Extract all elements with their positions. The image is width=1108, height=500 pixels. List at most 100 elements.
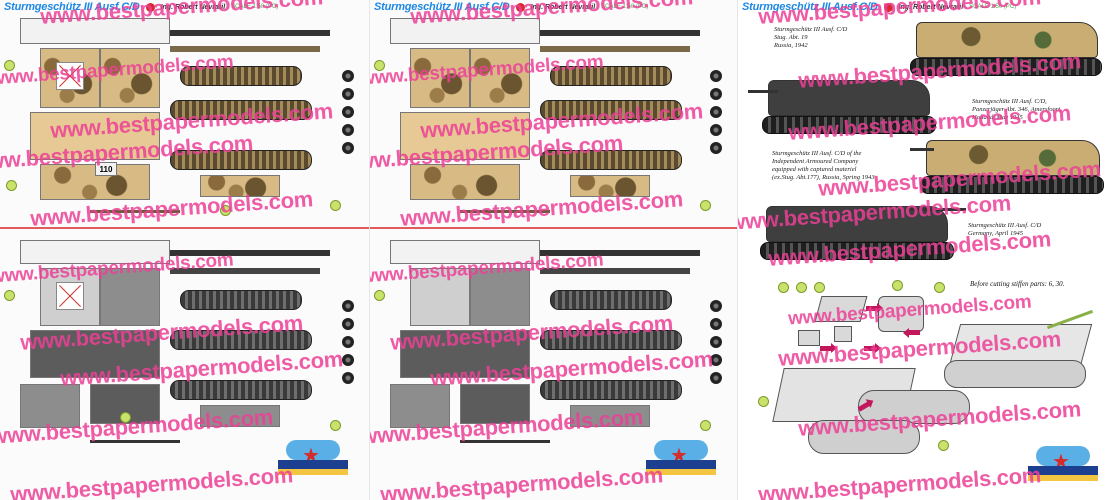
- side-panel-part: [100, 48, 160, 108]
- track-assembly: [808, 420, 920, 454]
- scale-label: SCALE 1:50 (PC): [231, 4, 279, 10]
- assembly-part: [814, 296, 868, 322]
- road-wheel-part: [710, 106, 722, 118]
- watermark-text: www.bestpapermodels.com: [757, 462, 1042, 500]
- part-number-marker: [814, 282, 825, 293]
- road-wheel-part: [710, 372, 722, 384]
- turret-number-tag: 110: [95, 162, 117, 176]
- logo-mark-icon: [145, 2, 155, 12]
- assembly-arrow-icon: [864, 343, 881, 353]
- road-wheel-part: [342, 106, 354, 118]
- fender-strip-part: [170, 250, 330, 256]
- assembly-arrow-icon: [908, 330, 920, 335]
- road-wheel-part: [342, 300, 354, 312]
- side-panel-part: [470, 268, 530, 326]
- road-wheel-part: [710, 142, 722, 154]
- part-number-marker: [934, 282, 945, 293]
- road-wheel-part: [342, 70, 354, 82]
- part-number-marker: [330, 200, 341, 211]
- part-number-marker: [700, 200, 711, 211]
- gun-mantlet-part: [200, 405, 280, 427]
- assembly-arrow-icon: [820, 343, 837, 353]
- hull-top-part: [20, 240, 170, 264]
- track-part: [170, 330, 312, 350]
- sheet-title: Sturmgeschütz III Ausf.C/D: [4, 1, 140, 13]
- profile-caption: Sturmgeschütz III Ausf. C/D of the Indep…: [772, 150, 875, 181]
- author-credit: Ing. Robert Nevratil: [530, 3, 596, 11]
- road-wheel-part: [710, 124, 722, 136]
- engine-deck-part: [460, 384, 530, 424]
- superstructure-part: [410, 48, 470, 108]
- sheet-header: Sturmgeschütz III Ausf.C/D Ing. Robert N…: [370, 0, 737, 14]
- fender-strip-part: [540, 30, 700, 36]
- parts-sheet-1: Sturmgeschütz III Ausf.C/D Ing. Robert N…: [0, 0, 370, 500]
- assembly-part: [878, 296, 924, 332]
- road-wheel-part: [342, 318, 354, 330]
- track-part: [180, 66, 302, 86]
- assembly-note: Before cutting stiffen parts: 6, 30.: [970, 280, 1065, 288]
- road-wheel-part: [342, 88, 354, 100]
- side-panel-part: [470, 48, 530, 108]
- part-number-marker: [778, 282, 789, 293]
- rear-deck-part: [390, 384, 450, 428]
- fender-strip-part: [170, 268, 320, 274]
- fender-strip-part: [540, 46, 690, 52]
- parts-sheet-2: Sturmgeschütz III Ausf.C/D Ing. Robert N…: [370, 0, 738, 500]
- road-wheel-part: [342, 354, 354, 366]
- assembly-part: [834, 326, 852, 342]
- fender-strip-part: [170, 46, 320, 52]
- logo-mark-icon: [883, 2, 893, 12]
- road-wheel-part: [710, 70, 722, 82]
- part-number-marker: [892, 280, 903, 291]
- assembly-part: [798, 330, 820, 346]
- track-part: [540, 100, 682, 120]
- road-wheel-part: [342, 142, 354, 154]
- track-part: [540, 380, 682, 400]
- track-part: [550, 290, 672, 310]
- sheet-title: Sturmgeschütz III Ausf.C/D: [742, 1, 878, 13]
- hull-top-part: [390, 240, 540, 264]
- rear-deck-part: [410, 164, 520, 200]
- completed-model-tracks: [944, 360, 1086, 388]
- profiles-and-assembly-sheet: Sturmgeschütz III Ausf.C/D Ing. Robert N…: [738, 0, 1108, 500]
- track-part: [170, 380, 312, 400]
- superstructure-part: [410, 268, 470, 326]
- scale-label: SCALE 1:50 (PC): [601, 4, 649, 10]
- publisher-logo: ★: [278, 440, 348, 478]
- track-part: [540, 150, 682, 170]
- track-part: [180, 290, 302, 310]
- side-panel-part: [100, 268, 160, 326]
- tank-profile-camo: [910, 132, 1106, 204]
- part-number-marker: [4, 60, 15, 71]
- gun-barrel-part: [460, 440, 550, 443]
- gun-mantlet-part: [570, 175, 650, 197]
- part-number-marker: [330, 420, 341, 431]
- fender-strip-part: [170, 30, 330, 36]
- gun-barrel-part: [90, 440, 180, 443]
- hull-floor-part: [30, 112, 160, 160]
- hull-floor-part: [400, 330, 530, 378]
- profile-caption: Sturmgeschütz III Ausf. C/D Germany, Apr…: [968, 222, 1042, 237]
- track-part: [170, 150, 312, 170]
- track-part: [540, 330, 682, 350]
- profile-caption: Sturmgeschütz III Ausf. C/D Stug. Abt. 1…: [774, 26, 848, 49]
- sheet-header: Sturmgeschütz III Ausf.C/D Ing. Robert N…: [738, 0, 1108, 14]
- watermark-text: www.bestpapermodels.com: [379, 462, 664, 500]
- road-wheel-part: [342, 336, 354, 348]
- sheet-title: Sturmgeschütz III Ausf.C/D: [374, 1, 510, 13]
- track-part: [550, 66, 672, 86]
- track-assembly: [858, 390, 970, 424]
- fender-strip-part: [540, 250, 700, 256]
- part-number-marker: [758, 396, 769, 407]
- author-credit: Ing. Robert Nevratil: [160, 3, 226, 11]
- gun-barrel-part: [460, 210, 550, 213]
- road-wheel-part: [342, 124, 354, 136]
- watermark-text: www.bestpapermodels.com: [9, 462, 294, 500]
- fender-strip-part: [540, 268, 690, 274]
- logo-mark-icon: [515, 2, 525, 12]
- author-credit: Ing. Robert Nevratil: [898, 3, 964, 11]
- part-number-marker: [220, 205, 231, 216]
- part-number-marker: [374, 290, 385, 301]
- rear-deck-part: [20, 384, 80, 428]
- road-wheel-part: [710, 336, 722, 348]
